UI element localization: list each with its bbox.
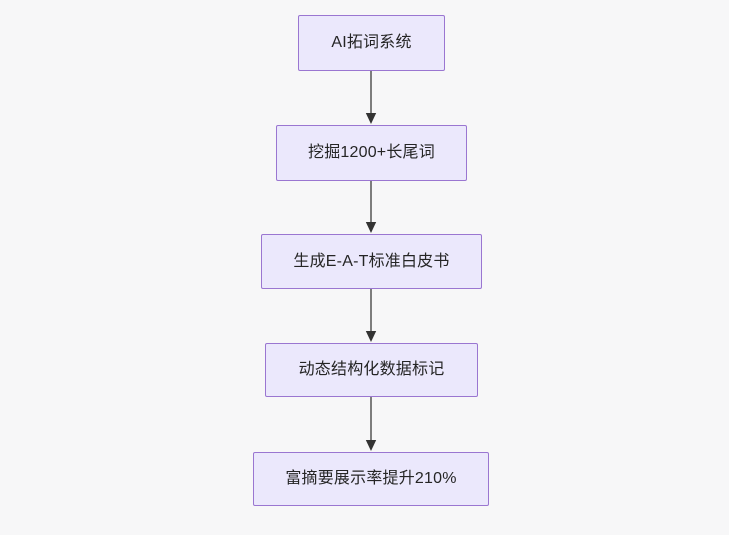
node-label: 富摘要展示率提升210% xyxy=(285,470,457,487)
node-label: AI拓词系统 xyxy=(331,34,412,51)
node-label: 生成E-A-T标准白皮书 xyxy=(293,252,450,270)
flowchart-node-rich-snippet-impression-lift[interactable]: 富摘要展示率提升210% xyxy=(253,452,489,506)
flowchart-node-dynamic-structured-data-markup[interactable]: 动态结构化数据标记 xyxy=(265,343,478,397)
flowchart-node-ai-keyword-system[interactable]: AI拓词系统 xyxy=(298,15,445,71)
node-label: 动态结构化数据标记 xyxy=(298,361,445,378)
connector-node4-node5 xyxy=(365,397,377,452)
connector-node1-node2 xyxy=(365,71,377,125)
node-label: 挖掘1200+长尾词 xyxy=(308,144,435,161)
flowchart-node-generate-eat-whitepaper[interactable]: 生成E-A-T标准白皮书 xyxy=(261,234,482,289)
flowchart-node-mine-longtail-keywords[interactable]: 挖掘1200+长尾词 xyxy=(276,125,467,181)
connector-node3-node4 xyxy=(365,289,377,343)
connector-node2-node3 xyxy=(365,181,377,234)
